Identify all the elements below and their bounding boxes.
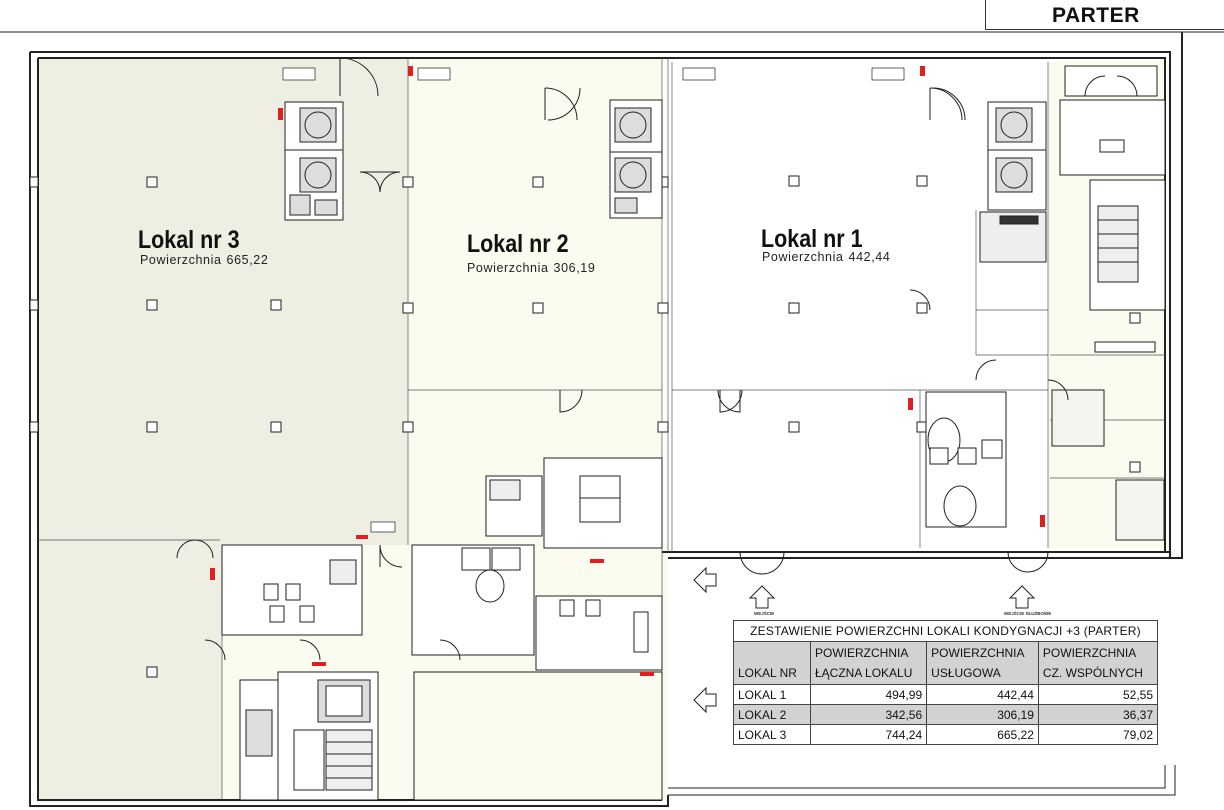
unit-1-area-value: 442,44 <box>848 250 891 264</box>
area-summary-table: ZESTAWIENIE POWIERZCHNI LOKALI KONDYGNAC… <box>733 620 1159 745</box>
unit-2-area-label: Powierzchnia <box>467 261 549 275</box>
unit-3-area: Powierzchnia 665,22 <box>140 253 268 267</box>
row-2-usable: 306,19 <box>926 704 1039 725</box>
unit-3-area-label: Powierzchnia <box>140 253 222 267</box>
row-2-total: 342,56 <box>809 704 928 725</box>
service-entry-label: WEJŚCIE SŁUŻBOWE <box>1004 611 1052 616</box>
row-1-total: 494,99 <box>809 684 928 705</box>
header-total: POWIERZCHNIA ŁĄCZNA LOKALU <box>809 641 928 685</box>
table-row: LOKAL 1 494,99 442,44 52,55 <box>733 684 1159 705</box>
row-3-unit: LOKAL 3 <box>733 724 811 745</box>
header-unit: LOKAL NR <box>733 641 811 685</box>
columns <box>29 175 1141 678</box>
table-row: LOKAL 2 342,56 306,19 36,37 <box>733 704 1159 725</box>
unit-2-area-value: 306,19 <box>553 261 596 275</box>
row-2-common: 36,37 <box>1037 704 1159 725</box>
unit-3-area-value: 665,22 <box>226 253 269 267</box>
unit-1-area: Powierzchnia 442,44 <box>762 250 890 264</box>
floor-label: PARTER <box>1052 4 1140 27</box>
entry-arrows <box>693 566 1036 714</box>
table-caption: ZESTAWIENIE POWIERZCHNI LOKALI KONDYGNAC… <box>733 620 1158 642</box>
row-1-common: 52,55 <box>1037 684 1159 705</box>
row-1-usable: 442,44 <box>926 684 1039 705</box>
row-2-unit: LOKAL 2 <box>733 704 811 725</box>
unit-3-name: Lokal nr 3 <box>138 226 240 254</box>
row-3-usable: 665,22 <box>926 724 1039 745</box>
header-common: POWIERZCHNIA CZ. WSPÓLNYCH <box>1037 641 1159 685</box>
main-entry-label: WEJŚCIE <box>754 611 775 616</box>
header-unit-text: LOKAL NR <box>738 666 797 680</box>
row-3-total: 744,24 <box>809 724 928 745</box>
unit-2-name: Lokal nr 2 <box>467 230 569 258</box>
row-1-unit: LOKAL 1 <box>733 684 811 705</box>
doors <box>176 57 1069 661</box>
bathroom-block-unit1-lower <box>925 389 1165 541</box>
unit-1-name: Lokal nr 1 <box>761 225 863 253</box>
stair-core-right <box>979 65 1166 353</box>
lower-service-rooms <box>221 457 663 671</box>
equipment-labels <box>282 67 905 533</box>
header-usable-line1: POWIERZCHNIA <box>931 646 1025 660</box>
floor-title-box <box>985 0 1224 30</box>
restroom-block-unit3 <box>284 101 344 221</box>
stair-core-lower <box>239 671 663 801</box>
header-usable-line2: USŁUGOWA <box>931 666 1001 680</box>
unit-1-area-label: Powierzchnia <box>762 250 844 264</box>
header-common-line2: CZ. WSPÓLNYCH <box>1042 666 1143 680</box>
restroom-block-unit1 <box>987 101 1047 211</box>
table-row: LOKAL 3 744,24 665,22 79,02 <box>733 724 1159 745</box>
header-total-line1: POWIERZCHNIA <box>815 646 909 660</box>
unit-2-area: Powierzchnia 306,19 <box>467 261 595 275</box>
red-markers <box>210 66 1045 676</box>
restroom-block-unit2 <box>609 99 663 219</box>
header-total-line2: ŁĄCZNA LOKALU <box>815 666 913 680</box>
header-usable: POWIERZCHNIA USŁUGOWA <box>926 641 1039 685</box>
row-3-common: 79,02 <box>1037 724 1159 745</box>
header-common-line1: POWIERZCHNIA <box>1042 646 1137 660</box>
